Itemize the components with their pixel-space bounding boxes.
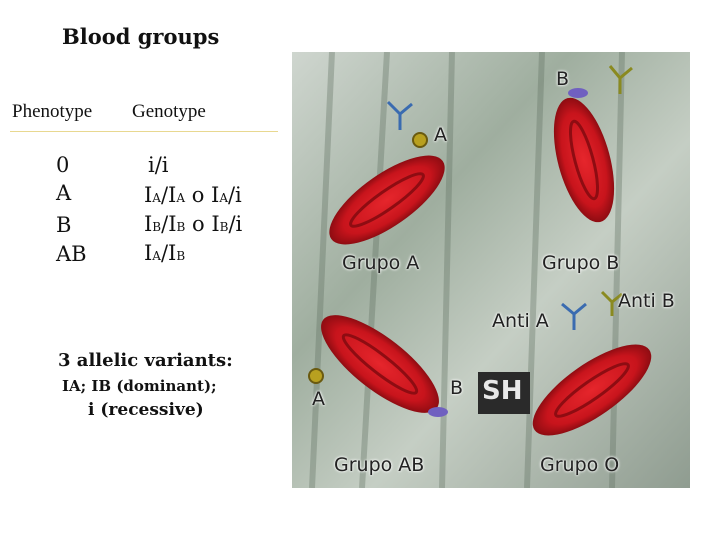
label-grupo-ab: Grupo AB bbox=[334, 454, 425, 476]
g-sub: B bbox=[176, 220, 186, 234]
antigen-a-icon bbox=[412, 132, 428, 148]
g-part: /i bbox=[227, 183, 242, 207]
red-cell-grupo-ab bbox=[321, 315, 439, 413]
phenotype-a: A bbox=[56, 181, 72, 205]
red-cell-grupo-a bbox=[329, 155, 445, 245]
g-part: /I bbox=[161, 212, 177, 236]
g-part: o I bbox=[185, 183, 220, 207]
g-sub: A bbox=[176, 191, 186, 205]
g-sub: A bbox=[152, 191, 161, 205]
label-grupo-b: Grupo B bbox=[542, 252, 620, 274]
g-part: /i bbox=[228, 212, 243, 236]
g-part: /I bbox=[160, 241, 177, 265]
genotype-a: IA/IA o IA/i bbox=[144, 183, 242, 207]
antibody-anti-b-icon bbox=[608, 65, 633, 94]
antigen-a-ab-icon bbox=[308, 368, 324, 384]
g-part: I bbox=[144, 241, 153, 265]
g-sub: A bbox=[219, 191, 228, 205]
note-dominant: IA; IB (dominant); bbox=[62, 377, 217, 395]
red-cell-grupo-b bbox=[553, 97, 615, 223]
label-b: B bbox=[556, 68, 570, 90]
illustration-svg bbox=[292, 52, 690, 488]
header-rule bbox=[10, 131, 278, 132]
note-allelic: 3 allelic variants: bbox=[58, 350, 233, 371]
g-part: o I bbox=[185, 212, 220, 236]
label-anti-b: Anti B bbox=[618, 290, 675, 312]
logo-backdrop bbox=[478, 372, 530, 414]
label-ab-b: B bbox=[450, 377, 464, 399]
antibody-anti-a-o-icon bbox=[561, 302, 587, 330]
label-a: A bbox=[434, 124, 447, 146]
genotype-ab: IA/IB bbox=[144, 241, 185, 265]
genotype-0: i/i bbox=[148, 153, 169, 177]
phenotype-b: B bbox=[56, 213, 72, 237]
antigen-b-ab-icon bbox=[428, 407, 448, 417]
label-grupo-a: Grupo A bbox=[342, 252, 420, 274]
phenotype-ab: AB bbox=[56, 242, 87, 266]
logo-text: SH bbox=[482, 376, 523, 406]
red-cell-grupo-o bbox=[532, 344, 652, 436]
label-ab-a: A bbox=[312, 388, 325, 410]
phenotype-0: 0 bbox=[56, 153, 70, 177]
antibody-anti-b-o-icon bbox=[600, 290, 623, 316]
header-phenotype: Phenotype bbox=[12, 101, 93, 122]
label-anti-a: Anti A bbox=[492, 310, 549, 332]
g-part: I bbox=[144, 212, 153, 236]
g-sub: B bbox=[152, 220, 162, 234]
g-part: /I bbox=[160, 183, 177, 207]
antigen-b-icon bbox=[568, 88, 588, 98]
blood-group-illustration: A B Grupo A Grupo B Anti A Anti B A B Gr… bbox=[292, 52, 690, 488]
g-sub: A bbox=[152, 249, 161, 263]
background-streaks bbox=[309, 52, 625, 488]
genotype-b: IB/IB o IB/i bbox=[144, 212, 242, 236]
header-genotype: Genotype bbox=[132, 101, 206, 122]
slide-title: Blood groups bbox=[62, 24, 220, 49]
antibody-anti-a-icon bbox=[386, 100, 413, 130]
note-recessive: i (recessive) bbox=[88, 400, 204, 420]
label-grupo-o: Grupo O bbox=[540, 454, 620, 476]
g-sub: B bbox=[219, 220, 229, 234]
g-part: I bbox=[144, 183, 153, 207]
illustration-background bbox=[292, 52, 690, 488]
g-sub: B bbox=[176, 249, 186, 263]
